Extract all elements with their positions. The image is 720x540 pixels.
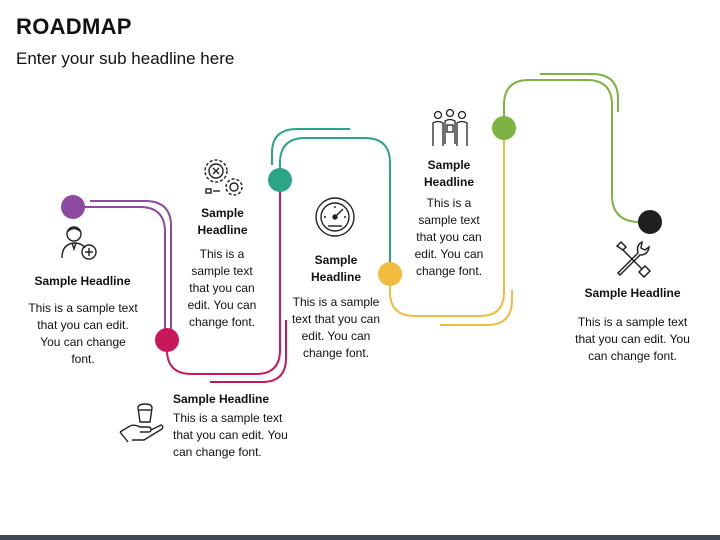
step-5-text: This is a sample text that you can edit.… (414, 196, 484, 278)
tools-wrench-screwdriver-icon (615, 240, 652, 279)
step-5-headline: Sample Headline (423, 158, 474, 189)
page-title: ROADMAP (16, 14, 132, 39)
step-2-headline: Sample Headline (173, 392, 270, 406)
segment-purple (73, 206, 166, 340)
segment-crimson-offset (210, 320, 287, 383)
step-4-text: This is a sample text that you can edit.… (291, 295, 381, 360)
step-3-headline: Sample Headline (197, 206, 248, 237)
segment-green (503, 79, 650, 223)
node-5 (492, 116, 516, 140)
page-subtitle: Enter your sub headline here (16, 49, 235, 68)
step-2-text: This is a sample text that you can edit.… (173, 411, 288, 459)
segment-green-offset (540, 73, 619, 112)
step-6-headline: Sample Headline (584, 286, 681, 300)
node-6 (638, 210, 662, 234)
segment-teal (279, 137, 391, 274)
hand-giving-icon (119, 403, 164, 443)
step-6-text: This is a sample text that you can edit.… (575, 315, 690, 363)
step-3-text: This is a sample text that you can edit.… (187, 247, 257, 329)
node-4 (378, 262, 402, 286)
node-1 (61, 195, 85, 219)
step-1-text: This is a sample text that you can edit.… (28, 301, 138, 366)
node-2 (155, 328, 179, 352)
gears-settings-icon (204, 159, 243, 196)
team-people-icon (432, 108, 468, 146)
footer-bar (0, 535, 720, 540)
segment-crimson (166, 180, 281, 375)
step-4-headline: Sample Headline (310, 253, 361, 284)
speedometer-icon (315, 197, 355, 237)
segment-yellow-offset (440, 290, 513, 326)
segment-purple-offset (90, 200, 172, 330)
step-1-headline: Sample Headline (34, 274, 131, 288)
segment-teal-offset (271, 128, 350, 165)
node-3 (268, 168, 292, 192)
patient-doctor-icon (61, 226, 97, 260)
segment-yellow (389, 128, 505, 317)
